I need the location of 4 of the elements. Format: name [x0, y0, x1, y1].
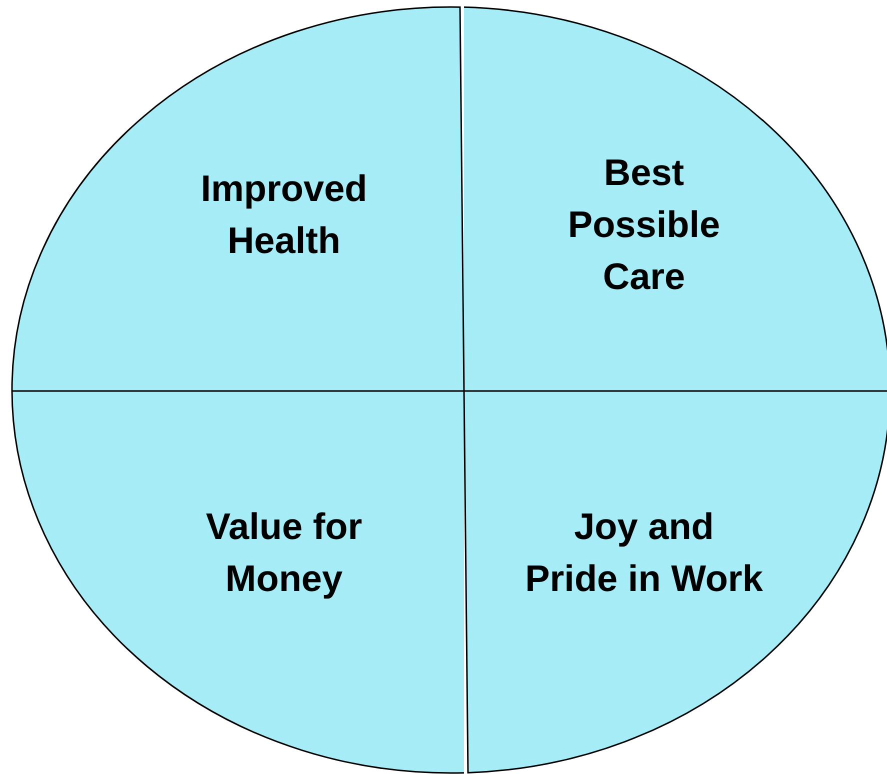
quadrant-label: Improved Health: [200, 167, 368, 263]
quadrant-label: Best Possible Care: [566, 151, 722, 299]
quadrant-label: Joy and Pride in Work: [524, 505, 764, 601]
quadrant-label: Value for Money: [204, 505, 364, 601]
